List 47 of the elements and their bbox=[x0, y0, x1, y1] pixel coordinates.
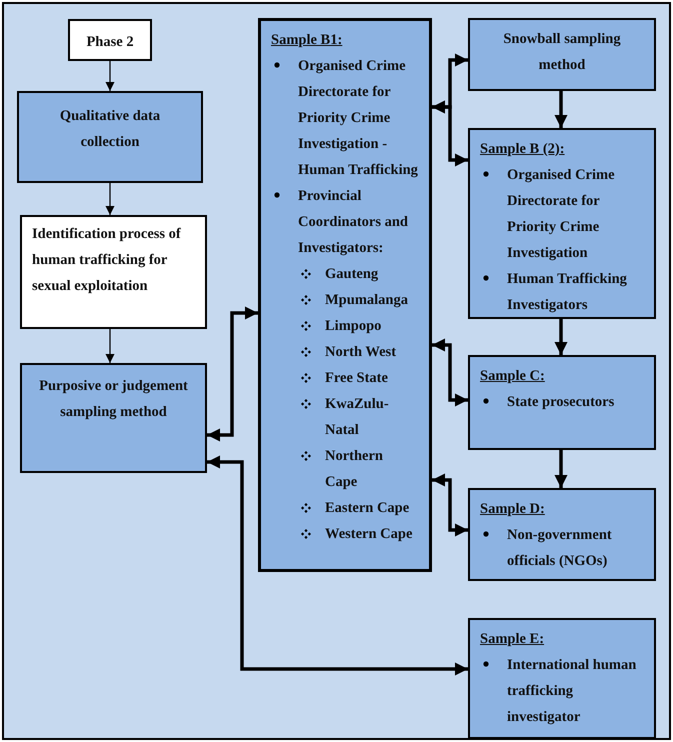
list-item: Mpumalanga bbox=[325, 291, 409, 310]
box-title: Identification process of human trafficking for sexual exploitation bbox=[32, 225, 182, 296]
list-item: Limpopo bbox=[325, 317, 382, 336]
box-heading: Sample C: bbox=[480, 367, 545, 386]
process-box bbox=[468, 128, 656, 319]
list-item: Human Trafficking Investigators bbox=[507, 270, 628, 315]
list-item: Free State bbox=[325, 369, 389, 388]
list-item: Non-government officials (NGOs) bbox=[507, 526, 613, 571]
arrow bbox=[554, 319, 568, 355]
list-item: Northern Cape bbox=[325, 447, 384, 492]
arrow bbox=[554, 91, 568, 128]
process-box bbox=[468, 618, 656, 739]
arrow bbox=[106, 329, 114, 363]
arrow bbox=[432, 100, 468, 166]
process-box bbox=[258, 18, 432, 572]
arrow bbox=[432, 474, 468, 536]
process-box bbox=[468, 18, 656, 91]
list-item: Organised Crime Directorate for Priority Crime Investigation bbox=[507, 166, 616, 263]
list-item: International human trafficking investigator bbox=[507, 656, 638, 727]
arrow bbox=[554, 450, 568, 488]
arrow bbox=[432, 338, 468, 406]
process-box bbox=[468, 355, 656, 450]
process-box bbox=[68, 19, 152, 61]
list-item: State prosecutors bbox=[507, 393, 616, 412]
arrow bbox=[207, 306, 258, 442]
list-item: KwaZulu-Natal bbox=[325, 395, 390, 440]
process-box bbox=[20, 215, 207, 329]
box-heading: Sample D: bbox=[480, 500, 545, 519]
box-heading: Sample E: bbox=[480, 630, 544, 649]
list-item: North West bbox=[325, 343, 398, 362]
process-box bbox=[468, 488, 656, 581]
list-item: Provincial Coordinators and Investigators: bbox=[298, 187, 409, 258]
process-box bbox=[17, 91, 203, 183]
arrow bbox=[106, 183, 114, 215]
list-item: Western Cape bbox=[325, 525, 414, 544]
box-title: Snowball sampling method bbox=[502, 30, 622, 75]
arrow bbox=[106, 61, 114, 91]
list-item: Gauteng bbox=[325, 265, 380, 284]
box-title: Phase 2 bbox=[85, 33, 135, 52]
box-heading: Sample B1: bbox=[271, 31, 342, 50]
box-title: Purposive or judgement sampling method bbox=[38, 377, 189, 422]
arrow bbox=[207, 456, 468, 676]
process-box bbox=[20, 363, 207, 473]
box-title: Qualitative data collection bbox=[58, 107, 162, 152]
box-heading: Sample B (2): bbox=[480, 140, 565, 159]
list-item: Organised Crime Directorate for Priority Crime Investigation - Human Trafficking bbox=[298, 57, 419, 180]
list-item: Eastern Cape bbox=[325, 499, 410, 518]
